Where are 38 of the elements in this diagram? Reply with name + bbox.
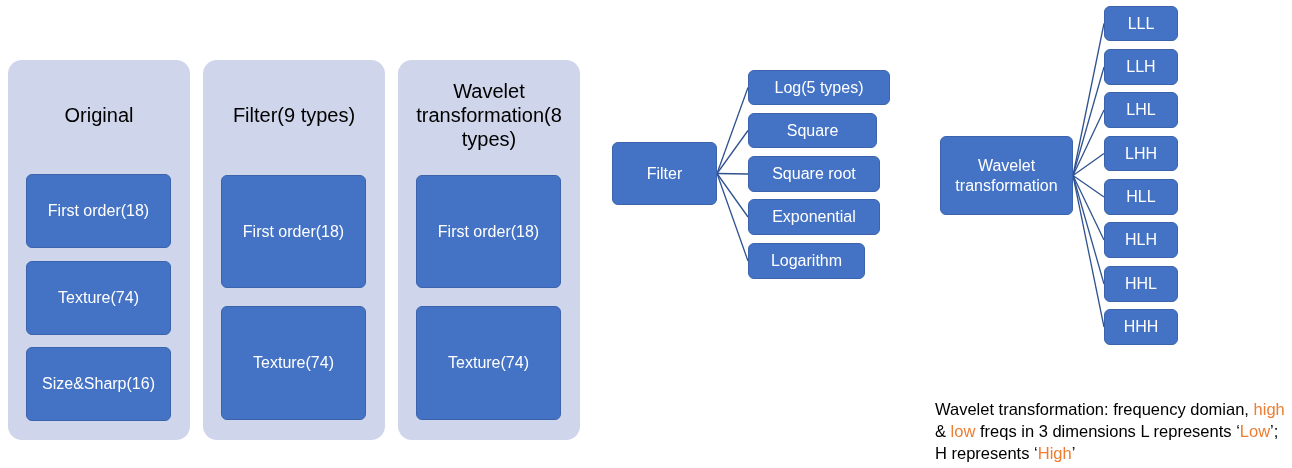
- connector-line: [716, 86, 749, 175]
- process-box: LLL: [1104, 6, 1178, 41]
- process-box: Logarithm: [748, 243, 865, 279]
- process-box: Square root: [748, 156, 880, 192]
- connector-line: [1072, 174, 1105, 198]
- feature-box: Texture(74): [416, 306, 561, 420]
- group-panel: [203, 60, 385, 440]
- feature-box: First order(18): [416, 175, 561, 288]
- panel-title: Filter(9 types): [231, 103, 357, 128]
- feature-box: Texture(74): [26, 261, 171, 335]
- connector-line: [1072, 152, 1105, 177]
- process-box: Wavelet transformation: [940, 136, 1073, 215]
- group-panel: [398, 60, 580, 440]
- process-box: LHH: [1104, 136, 1178, 171]
- connector-line: [716, 172, 749, 175]
- connector-line: [716, 129, 749, 175]
- process-box: HLL: [1104, 179, 1178, 215]
- process-box: LLH: [1104, 49, 1178, 85]
- process-box: HHL: [1104, 266, 1178, 302]
- process-box: Exponential: [748, 199, 880, 235]
- connector-line: [716, 172, 749, 218]
- feature-box: Size&Sharp(16): [26, 347, 171, 421]
- panel-title: Wavelet transformation(8 types): [415, 79, 563, 152]
- process-box: Log(5 types): [748, 70, 890, 105]
- connector-line: [1072, 109, 1105, 177]
- panel-title: Original: [63, 103, 135, 128]
- process-box: Filter: [612, 142, 717, 205]
- connector-line: [716, 172, 749, 262]
- feature-box: Texture(74): [221, 306, 366, 420]
- process-box: HHH: [1104, 309, 1178, 345]
- process-box: HLH: [1104, 222, 1178, 258]
- feature-box: First order(18): [221, 175, 366, 288]
- feature-box: First order(18): [26, 174, 171, 248]
- process-box: LHL: [1104, 92, 1178, 128]
- connector-line: [1072, 174, 1105, 241]
- note-text: Wavelet transformation: frequency domian, high & low freqs in 3 dimensions L represents ‘Low’; H represents ‘High’: [935, 399, 1285, 464]
- process-box: Square: [748, 113, 877, 148]
- group-panel: [8, 60, 190, 440]
